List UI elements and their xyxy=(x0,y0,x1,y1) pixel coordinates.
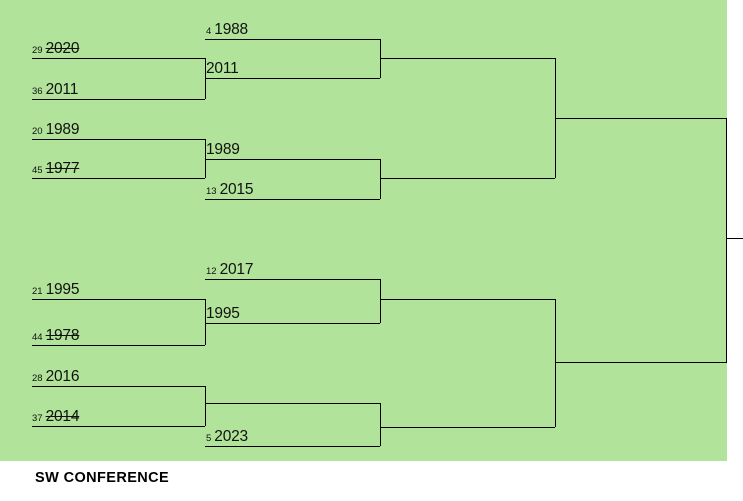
entry-year: 2020 xyxy=(45,40,80,57)
bracket-connector xyxy=(726,118,727,362)
bracket-match-line xyxy=(205,159,380,160)
entry-year: 1977 xyxy=(45,160,80,177)
entry-year: 1978 xyxy=(45,327,80,344)
bracket-connector xyxy=(205,386,206,426)
entry-year: 2015 xyxy=(219,181,254,198)
entry-year: 2014 xyxy=(45,408,80,425)
bracket-match-line xyxy=(32,345,205,346)
entry-seed: 37 xyxy=(32,413,43,424)
bracket-connector xyxy=(380,279,381,323)
entry-seed: 45 xyxy=(32,165,43,176)
bracket-match-line xyxy=(380,178,555,179)
bracket-match-line xyxy=(205,403,380,404)
bracket-match-line xyxy=(32,139,205,140)
entry-year: 2017 xyxy=(219,261,254,278)
bracket-connector xyxy=(380,159,381,199)
bracket-background xyxy=(0,0,727,461)
bracket-match-line xyxy=(555,362,727,363)
bracket-match-line xyxy=(205,39,380,40)
bracket-match-line xyxy=(380,58,555,59)
entry-year: 2016 xyxy=(45,368,80,385)
bracket-match-line xyxy=(555,118,727,119)
entry-year: 2011 xyxy=(206,60,239,77)
bracket-match-line xyxy=(32,299,205,300)
bracket-match-line xyxy=(205,323,380,324)
bracket-match-line xyxy=(32,386,205,387)
entry-seed: 20 xyxy=(32,126,43,137)
entry-seed: 13 xyxy=(206,186,217,197)
bracket-match-line xyxy=(205,279,380,280)
bracket-connector xyxy=(205,299,206,345)
entry-seed: 44 xyxy=(32,332,43,343)
bracket-entry[interactable]: 1995 xyxy=(206,306,240,322)
entry-seed: 5 xyxy=(206,433,212,444)
entry-year: 1989 xyxy=(45,121,80,138)
entry-year: 1988 xyxy=(214,21,248,38)
conference-label: SW CONFERENCE xyxy=(35,470,170,486)
bracket-match-line xyxy=(205,446,380,447)
bracket-match-line xyxy=(205,78,380,79)
entry-seed: 29 xyxy=(32,45,43,56)
bracket-match-line xyxy=(32,426,205,427)
bracket-match-line xyxy=(32,178,205,179)
entry-year: 2023 xyxy=(214,428,248,445)
entry-year: 1995 xyxy=(45,281,80,298)
entry-year: 1995 xyxy=(206,305,240,322)
bracket-match-line xyxy=(380,299,555,300)
entry-seed: 12 xyxy=(206,266,217,277)
entry-year: 2011 xyxy=(45,81,79,98)
entry-year: 1989 xyxy=(206,141,240,158)
bracket-match-line xyxy=(32,58,205,59)
bracket-connector xyxy=(380,403,381,446)
bracket-match-line xyxy=(380,427,555,428)
entry-seed: 21 xyxy=(32,286,43,297)
bracket-entry[interactable]: 2011 xyxy=(206,61,239,77)
bracket-match-line xyxy=(32,99,205,100)
bracket-match-line xyxy=(726,238,743,239)
entry-seed: 36 xyxy=(32,86,43,97)
entry-seed: 28 xyxy=(32,373,43,384)
bracket-connector xyxy=(205,139,206,178)
bracket-entry[interactable]: 1989 xyxy=(206,142,240,158)
bracket-match-line xyxy=(205,199,380,200)
bracket-connector xyxy=(555,299,556,427)
entry-seed: 4 xyxy=(206,26,212,37)
